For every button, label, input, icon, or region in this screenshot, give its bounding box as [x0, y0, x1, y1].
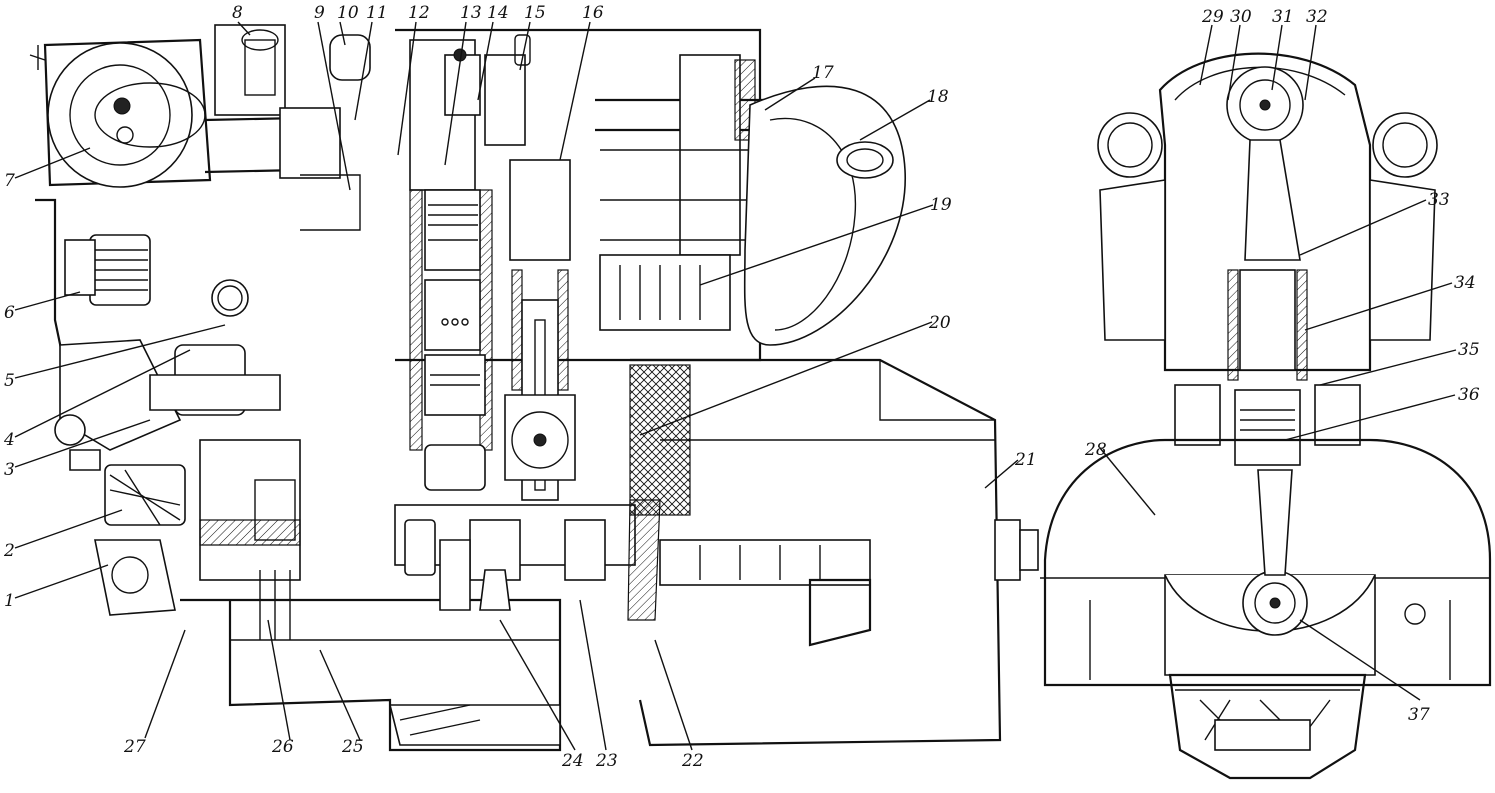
callout-labels: 1 2 3 4 5 6 7 8 9 10 11 12 13 14 15 16 1… [3, 3, 1480, 771]
filter-assembly [35, 198, 281, 471]
label-26: 26 [271, 737, 294, 757]
cross-section [1040, 52, 1492, 780]
longitudinal-section [29, 24, 1039, 752]
label-16: 16 [582, 3, 604, 23]
label-14: 14 [487, 3, 509, 23]
crankshaft [394, 499, 661, 621]
label-21: 21 [1014, 450, 1037, 470]
label-7: 7 [4, 171, 15, 191]
turbocharger-right [599, 85, 906, 346]
label-8: 8 [232, 3, 243, 23]
label-15: 15 [524, 3, 546, 23]
label-5: 5 [4, 371, 15, 391]
label-9: 9 [314, 3, 325, 23]
turbocharger-left [29, 38, 212, 188]
label-11: 11 [366, 3, 388, 23]
label-4: 4 [3, 430, 15, 450]
label-30: 30 [1230, 7, 1252, 27]
intake-pipes [204, 24, 371, 231]
label-32: 32 [1306, 7, 1328, 27]
crankcase-lower [180, 598, 562, 752]
label-27: 27 [123, 737, 146, 757]
label-17: 17 [812, 63, 834, 83]
label-20: 20 [928, 313, 951, 333]
label-35: 35 [1458, 340, 1480, 360]
leader-lines [14, 21, 1457, 751]
label-36: 36 [1458, 385, 1480, 405]
label-28: 28 [1084, 440, 1107, 460]
cylinder-block [395, 28, 762, 501]
label-25: 25 [341, 737, 364, 757]
label-6: 6 [4, 303, 15, 323]
label-1: 1 [4, 591, 15, 611]
label-22: 22 [681, 751, 704, 771]
label-12: 12 [408, 3, 430, 23]
label-10: 10 [337, 3, 359, 23]
label-29: 29 [1201, 7, 1224, 27]
label-37: 37 [1408, 705, 1430, 725]
generator [629, 358, 1039, 747]
valve-gear [444, 34, 772, 256]
label-31: 31 [1272, 7, 1294, 27]
label-33: 33 [1428, 190, 1450, 210]
label-18: 18 [927, 87, 949, 107]
label-3: 3 [4, 460, 15, 480]
label-19: 19 [930, 195, 952, 215]
label-23: 23 [595, 751, 618, 771]
label-13: 13 [460, 3, 482, 23]
label-24: 24 [561, 751, 584, 771]
label-34: 34 [1454, 273, 1476, 293]
label-2: 2 [3, 541, 15, 561]
front-drive [94, 439, 301, 640]
